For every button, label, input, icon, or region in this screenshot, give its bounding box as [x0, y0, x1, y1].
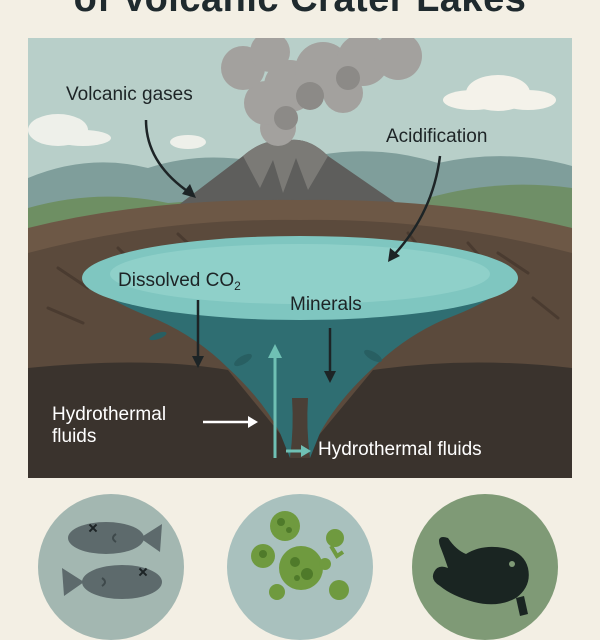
algae-bloom-medallion — [227, 494, 373, 640]
hydrothermal-right-arrowhead — [301, 445, 311, 457]
seal-medallion — [412, 494, 558, 640]
acidification-arrow — [392, 155, 442, 257]
lake-surface-highlight — [110, 244, 490, 304]
volcanic-gases-arrow — [144, 119, 191, 195]
upwelling-arrowhead — [268, 344, 282, 358]
volcano-cone — [168, 139, 418, 218]
crater-illustration — [28, 38, 572, 478]
co2-arrowhead — [192, 356, 204, 368]
seal-eye — [509, 561, 515, 567]
acidification-arrowhead — [388, 248, 400, 262]
seal-body — [432, 537, 529, 605]
label-dissolved-co2: Dissolved CO2 — [118, 270, 241, 297]
lower-ground — [28, 362, 572, 478]
page-title: of Volcanic Crater Lakes — [0, 0, 600, 21]
label-hydrothermal-right: Hydrothermal fluids — [318, 439, 482, 460]
algae-nuclei — [259, 518, 313, 581]
label-dissolved-co2-text: Dissolved CO — [118, 270, 235, 291]
label-minerals: Minerals — [290, 294, 362, 315]
smoke-shadow — [274, 66, 360, 130]
crater-lake-diagram: Volcanic gases Acidification Dissolved C… — [28, 38, 572, 478]
algae-chain — [329, 544, 345, 559]
volcano-ridges — [243, 139, 328, 193]
cloud-left — [28, 114, 206, 149]
label-hydrothermal-left: Hydrothermal fluids — [52, 404, 166, 448]
fish-bottom — [62, 565, 162, 599]
vent-channel — [290, 398, 310, 458]
fish-top — [68, 522, 162, 554]
hydrothermal-left-arrowhead — [248, 416, 258, 428]
cloud-right — [443, 75, 556, 111]
algae-bloom-icon — [251, 511, 349, 600]
dead-fish-icon — [62, 522, 162, 599]
lake-deep-water — [88, 276, 512, 458]
dead-fish-medallion — [38, 494, 184, 640]
lake-plants — [149, 331, 382, 367]
label-volcanic-gases: Volcanic gases — [66, 84, 193, 105]
label-dissolved-co2-subscript: 2 — [234, 279, 241, 293]
minerals-arrowhead — [324, 371, 336, 383]
label-hydrothermal-left-line2: fluids — [52, 426, 97, 447]
label-hydrothermal-left-line1: Hydrothermal — [52, 404, 167, 425]
volcanic-gases-arrowhead — [182, 184, 196, 198]
label-acidification: Acidification — [386, 126, 488, 147]
seal-flipper — [516, 596, 528, 616]
seal-silhouette-icon — [432, 537, 529, 616]
